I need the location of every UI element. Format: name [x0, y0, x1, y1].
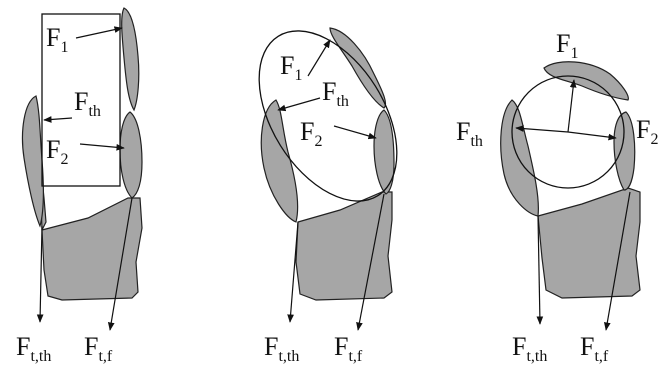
force-arrow-ftf: [603, 191, 631, 331]
label-ftth: Ft,th: [264, 332, 299, 365]
finger-middle-shape: [613, 111, 636, 191]
force-arrow-fth: [515, 125, 569, 133]
label-fth: Fth: [322, 77, 349, 110]
thumb-distal-shape: [500, 99, 539, 217]
force-arrow-ftth: [287, 221, 299, 323]
label-f2: F2: [46, 135, 68, 168]
label-f1: F1: [280, 51, 302, 84]
force-arrow-fth: [43, 116, 73, 123]
force-arrow-f1: [567, 79, 577, 133]
panel-rectangle-grasp: F1 Fth F2 Ft,th Ft,f: [16, 7, 143, 365]
force-arrow-ftth: [36, 225, 44, 323]
force-arrow-f2: [79, 143, 125, 151]
panel-ellipse-grasp: F1 Fth F2 Ft,th Ft,f: [258, 27, 398, 365]
label-ftth: Ft,th: [512, 332, 547, 365]
label-fth: Fth: [456, 117, 483, 150]
force-arrow-ftf: [107, 197, 133, 331]
label-f1: F1: [46, 23, 68, 56]
force-arrow-f2: [567, 131, 617, 141]
label-ftf: Ft,f: [84, 332, 113, 365]
panel-circle-grasp: F1 Fth F2 Ft,th Ft,f: [456, 29, 658, 365]
thumb-distal-shape: [21, 95, 44, 228]
force-arrow-ftf: [356, 193, 385, 331]
palm-shape: [41, 197, 143, 301]
grasped-object-ellipse: [258, 30, 398, 202]
finger-distal-shape: [329, 27, 387, 109]
force-arrow-f1: [307, 39, 331, 77]
finger-distal-shape: [543, 61, 629, 101]
label-f2: F2: [300, 117, 322, 150]
palm-shape: [295, 191, 393, 301]
finger-middle-shape: [373, 109, 395, 195]
grasped-object-rectangle: [41, 13, 121, 187]
label-ftth: Ft,th: [16, 332, 51, 365]
finger-distal-shape: [121, 7, 140, 112]
finger-middle-shape: [119, 111, 143, 199]
label-ftf: Ft,f: [580, 332, 609, 365]
label-f1: F1: [556, 29, 578, 62]
label-f2: F2: [636, 115, 658, 148]
label-fth: Fth: [74, 87, 101, 120]
force-arrow-f1: [75, 26, 123, 39]
grasped-object-circle: [511, 75, 625, 189]
thumb-distal-shape: [260, 99, 299, 223]
palm-shape: [537, 187, 641, 299]
force-arrow-ftth: [536, 215, 544, 325]
force-arrow-f2: [333, 125, 377, 140]
force-arrow-fth: [277, 97, 321, 112]
label-ftf: Ft,f: [334, 332, 363, 365]
